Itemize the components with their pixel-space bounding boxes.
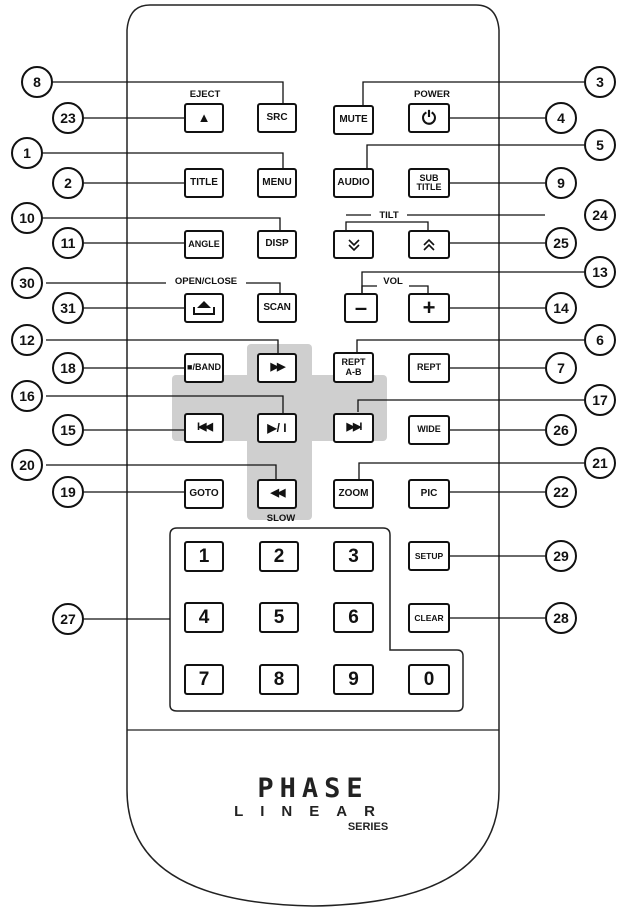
callout-12: 12 — [11, 324, 43, 356]
open-close-label: OPEN/CLOSE — [166, 276, 246, 287]
numpad-outline — [169, 527, 464, 712]
eject-label: EJECT — [183, 89, 227, 100]
wide-button[interactable]: WIDE — [408, 415, 450, 445]
open-close-icon — [193, 301, 215, 315]
power-button[interactable]: ⏻ — [408, 103, 450, 133]
brand-logo-linear: LINEAR — [234, 803, 392, 820]
open-close-button[interactable] — [184, 293, 224, 323]
brand-logo-series: SERIES — [347, 821, 389, 833]
audio-button[interactable]: AUDIO — [333, 168, 374, 198]
clear-button[interactable]: CLEAR — [408, 603, 450, 633]
callout-4: 4 — [545, 102, 577, 134]
scan-button[interactable]: SCAN — [257, 293, 297, 323]
vol-plus-button[interactable]: + — [408, 293, 450, 323]
callout-25: 25 — [545, 227, 577, 259]
digit-2-button[interactable]: 2 — [259, 541, 299, 572]
callout-29: 29 — [545, 540, 577, 572]
callout-15: 15 — [52, 414, 84, 446]
tilt-down-button[interactable] — [333, 230, 374, 259]
callout-6: 6 — [584, 324, 616, 356]
subtitle-button[interactable]: SUB TITLE — [408, 168, 450, 198]
callout-2: 2 — [52, 167, 84, 199]
eject-button[interactable]: ▲ — [184, 103, 224, 133]
digit-4-button[interactable]: 4 — [184, 602, 224, 633]
rewind-button[interactable]: ◀◀ — [257, 479, 297, 509]
power-label: POWER — [407, 89, 457, 100]
callout-20: 20 — [11, 449, 43, 481]
callout-24: 24 — [584, 199, 616, 231]
callout-9: 9 — [545, 167, 577, 199]
src-button[interactable]: SRC — [257, 103, 297, 133]
double-chevron-up-icon — [423, 238, 435, 251]
brand-logo-phase: PHASE — [257, 773, 369, 804]
rept-ab-label-line1: REPT — [341, 357, 366, 368]
disp-button[interactable]: DISP — [257, 230, 297, 259]
callout-7: 7 — [545, 352, 577, 384]
double-chevron-down-icon — [347, 238, 360, 251]
vol-minus-button[interactable]: – — [344, 293, 378, 323]
callout-11: 11 — [52, 227, 84, 259]
callout-17: 17 — [584, 384, 616, 416]
zoom-button[interactable]: ZOOM — [333, 479, 374, 509]
digit-1-button[interactable]: 1 — [184, 541, 224, 572]
callout-8: 8 — [21, 66, 53, 98]
callout-22: 22 — [545, 476, 577, 508]
digit-8-button[interactable]: 8 — [259, 664, 299, 695]
angle-button[interactable]: ANGLE — [184, 230, 224, 259]
vol-label: VOL — [377, 276, 409, 287]
callout-23: 23 — [52, 102, 84, 134]
callout-27: 27 — [52, 603, 84, 635]
digit-3-button[interactable]: 3 — [333, 541, 374, 572]
setup-button[interactable]: SETUP — [408, 541, 450, 571]
callout-5: 5 — [584, 129, 616, 161]
slow-label: SLOW — [266, 513, 296, 524]
title-button[interactable]: TITLE — [184, 168, 224, 198]
digit-9-button[interactable]: 9 — [333, 664, 374, 695]
next-button[interactable]: ▶▶I — [333, 413, 374, 443]
remote-body-outline — [126, 4, 500, 907]
callout-28: 28 — [545, 602, 577, 634]
band-button[interactable]: ■/BAND — [184, 353, 224, 383]
digit-0-button[interactable]: 0 — [408, 664, 450, 695]
mute-button[interactable]: MUTE — [333, 105, 374, 135]
leader-lines — [36, 81, 584, 620]
subtitle-label-line2: TITLE — [416, 182, 442, 192]
previous-button[interactable]: I◀◀ — [184, 413, 224, 443]
play-pause-button[interactable]: ▶/ I — [257, 413, 297, 443]
callout-21: 21 — [584, 447, 616, 479]
menu-button[interactable]: MENU — [257, 168, 297, 198]
pic-button[interactable]: PIC — [408, 479, 450, 509]
fast-forward-button[interactable]: ▶▶ — [257, 353, 297, 383]
subtitle-label-line1: SUB — [419, 172, 439, 183]
callout-19: 19 — [52, 476, 84, 508]
digit-5-button[interactable]: 5 — [259, 602, 299, 633]
callout-1: 1 — [11, 137, 43, 169]
callout-18: 18 — [52, 352, 84, 384]
tilt-label: TILT — [371, 210, 407, 221]
tilt-up-button[interactable] — [408, 230, 450, 259]
callout-13: 13 — [584, 256, 616, 288]
callout-14: 14 — [545, 292, 577, 324]
rept-button[interactable]: REPT — [408, 353, 450, 383]
rept-ab-button[interactable]: REPT A-B — [333, 352, 374, 383]
callout-30: 30 — [11, 267, 43, 299]
callout-16: 16 — [11, 380, 43, 412]
callout-26: 26 — [545, 414, 577, 446]
goto-button[interactable]: GOTO — [184, 479, 224, 509]
digit-6-button[interactable]: 6 — [333, 602, 374, 633]
callout-3: 3 — [584, 66, 616, 98]
callout-31: 31 — [52, 292, 84, 324]
rept-ab-label-line2: A-B — [345, 366, 362, 377]
callout-10: 10 — [11, 202, 43, 234]
digit-7-button[interactable]: 7 — [184, 664, 224, 695]
